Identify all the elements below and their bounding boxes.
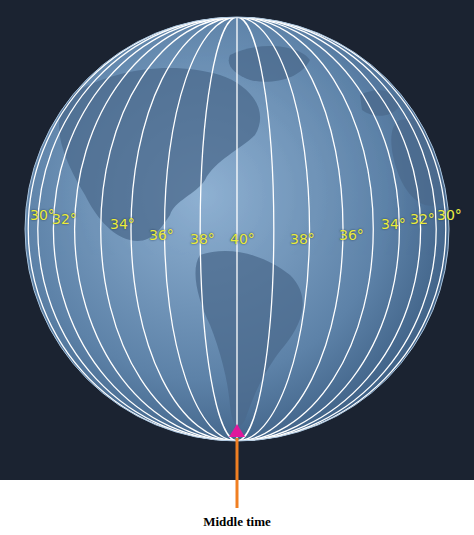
globe [25, 17, 449, 441]
continents [59, 46, 460, 426]
meridian [38, 17, 436, 441]
degree-label: 40° [230, 231, 255, 247]
degree-label: 32° [52, 211, 77, 227]
meridian [101, 17, 374, 441]
meridians [28, 17, 446, 441]
degree-label: 34° [381, 216, 406, 232]
meridian [75, 17, 400, 441]
meridian [236, 17, 237, 441]
pointer-head [229, 424, 245, 437]
meridian [200, 17, 274, 441]
meridian [53, 17, 420, 441]
degree-label: 38° [290, 231, 315, 247]
degree-label: 38° [190, 231, 215, 247]
globe-rim [25, 17, 449, 441]
caption-label: Middle time [203, 514, 271, 530]
degree-label: 36° [149, 227, 174, 243]
pointer-line [236, 438, 239, 508]
degree-label: 30° [437, 207, 462, 223]
meridian [164, 17, 309, 441]
meridian [131, 17, 343, 441]
degree-label: 32° [410, 211, 435, 227]
meridian [28, 17, 446, 441]
degree-label: 36° [339, 227, 364, 243]
space-background [0, 0, 474, 480]
degree-label: 30° [30, 207, 55, 223]
degree-label: 34° [110, 216, 135, 232]
